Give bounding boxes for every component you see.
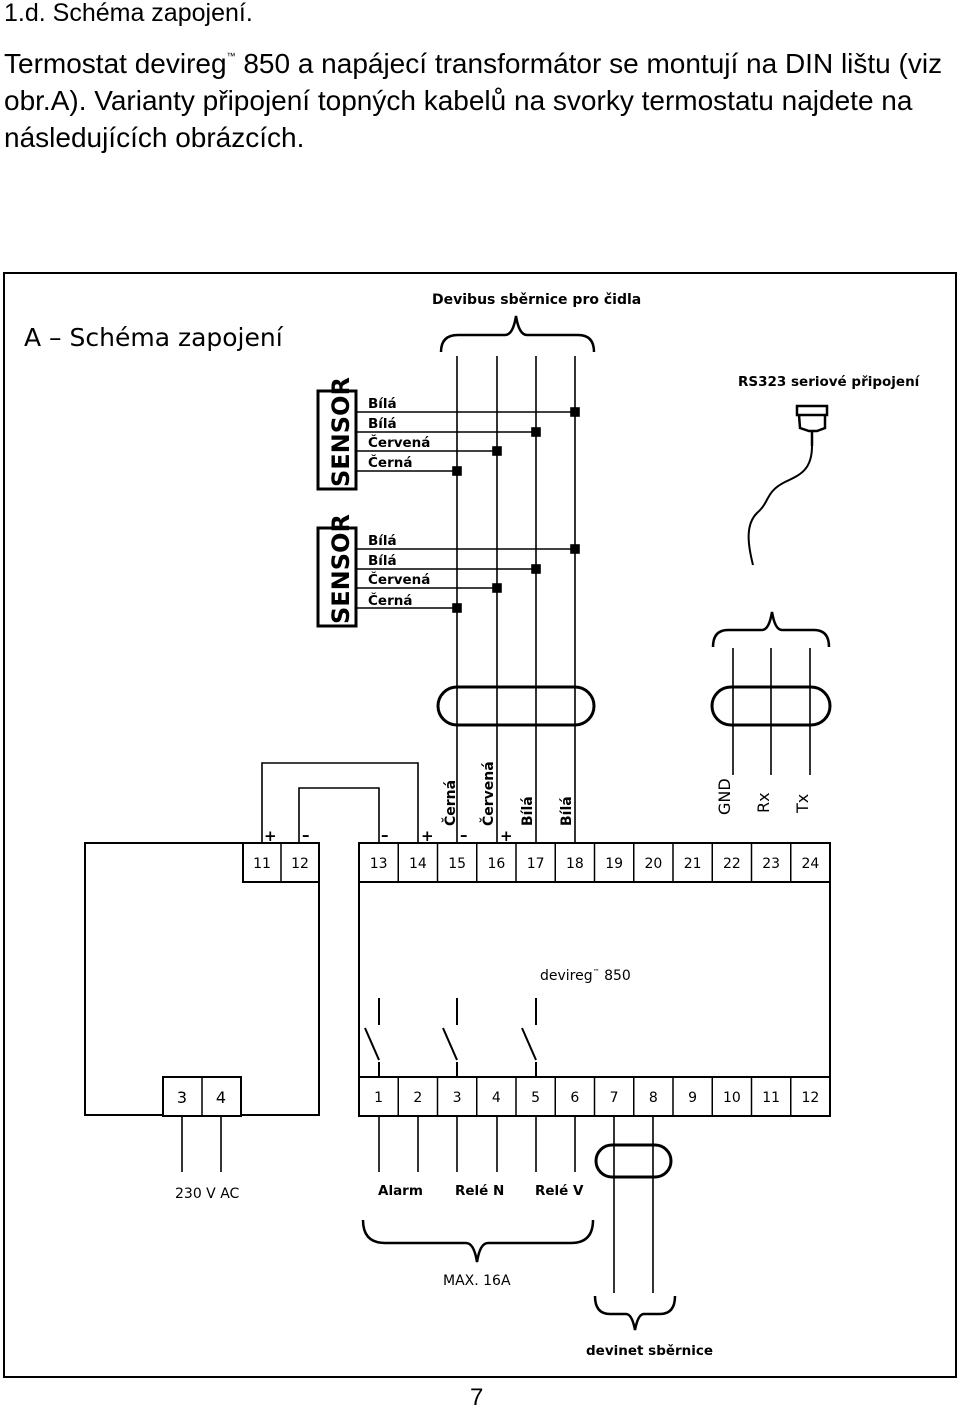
supply-terminal-4: 4 [216,1088,226,1107]
rele-n-label: Relé N [455,1183,504,1199]
tx-label: Tx [793,794,812,814]
terminal-17: 17 [527,856,545,872]
sensor-2-wire-2-label: Bílá [368,553,397,569]
polarity-12: – [302,826,310,844]
diagram-title: A – Schéma zapojení [24,323,284,352]
sensor-2-label: SENSOR [327,514,355,624]
output-terminal-11: 11 [762,1090,780,1106]
sensor-1-wire-3-label: Červená [368,433,430,451]
sensor-1-wire-4-label: Černá [368,453,412,471]
polarity-11: + [264,827,277,845]
sensor-2: SENSOR [316,514,358,628]
output-terminal-7: 7 [610,1090,619,1106]
device-model: 850 [600,968,631,984]
alarm-label: Alarm [378,1183,423,1199]
thermostat-box [358,842,831,1116]
intro-text-start: Termostat devireg [4,48,227,79]
top-terminals-right: 13 14 15 16 17 18 19 20 21 22 23 24 [358,842,831,883]
sensor-1: SENSOR [316,377,358,491]
devibus-label: Devibus sběrnice pro čidla [432,292,641,308]
terminal-14: 14 [409,856,427,872]
terminal-12: 12 [291,856,309,872]
sensor-1-wire-1-label: Bílá [368,396,397,412]
output-terminal-2: 2 [413,1090,422,1106]
intro-text: Termostat devireg™ 850 a napájecí transf… [4,38,954,156]
max-label: MAX. 16A [443,1273,511,1289]
supply-label: 230 V AC [175,1186,240,1202]
polarity-15: – [460,826,468,844]
gnd-label: GND [715,778,734,815]
terminal-23: 23 [762,856,780,872]
link-wire-11-14 [261,762,419,846]
terminal-11: 11 [253,856,271,872]
polarity-14: + [421,827,434,845]
sensor-1-label: SENSOR [327,377,355,487]
terminal-20: 20 [644,856,662,872]
devibus-wires [456,356,576,844]
terminal-15: 15 [448,856,466,872]
device-label: devireg™ 850 [540,968,631,984]
section-heading: 1.d. Schéma zapojení. [4,0,253,27]
bottom-terminals-left: 3 4 [162,1076,242,1117]
link-wire-12-13 [298,787,380,846]
rs323-cable [747,445,813,566]
devinet-label: devinet sběrnice [586,1343,713,1359]
transformer-box [84,842,320,1116]
output-terminal-12: 12 [801,1090,819,1106]
output-terminal-5: 5 [531,1090,540,1106]
device-trademark: ™ [593,968,600,976]
bottom-wires [181,1116,654,1293]
devibus-brace [439,315,596,353]
terminal-19: 19 [605,856,623,872]
terminal-15-wire-label: Černá [441,780,459,826]
trademark-mark: ™ [226,51,236,61]
devinet-cable-clamp [594,1143,673,1179]
sensor-2-wire-1-label: Bílá [368,533,397,549]
device-name: devireg [540,968,593,984]
sensor-2-wire-3-label: Červená [368,570,430,588]
rele-v-label: Relé V [535,1183,584,1199]
terminal-13: 13 [370,856,388,872]
output-terminal-9: 9 [688,1090,697,1106]
max-brace [361,1219,595,1263]
terminal-18-wire-label: Bílá [559,796,575,826]
serial-cable-clamp [710,685,832,727]
serial-wires [732,648,811,775]
terminal-21: 21 [684,856,702,872]
devinet-brace [593,1295,677,1331]
output-terminal-10: 10 [723,1090,741,1106]
rx-label: Rx [754,792,773,813]
terminal-16: 16 [487,856,505,872]
output-terminal-4: 4 [492,1090,501,1106]
terminal-24: 24 [801,856,819,872]
diagram-frame [3,272,957,1378]
top-terminals-left: 11 12 [242,842,320,883]
output-terminal-6: 6 [570,1090,579,1106]
output-terminal-3: 3 [453,1090,462,1106]
page-number: 7 [470,1384,484,1411]
sensor-1-wire-2-label: Bílá [368,416,397,432]
polarity-16: + [500,827,513,845]
devibus-cable-clamp [436,685,596,727]
terminal-17-wire-label: Bílá [520,796,536,826]
intro-text-rest: 850 a napájecí transformátor se montují … [4,48,943,153]
sensor-2-wire-4-label: Černá [368,591,412,609]
supply-terminal-3: 3 [177,1088,187,1107]
rs323-connector-icon [795,404,829,446]
terminal-18: 18 [566,856,584,872]
rs323-label: RS323 seriové připojení [738,374,921,390]
terminal-16-wire-label: Červená [479,761,497,826]
output-terminal-1: 1 [374,1090,383,1106]
serial-brace [711,611,831,648]
output-terminal-8: 8 [649,1090,658,1106]
terminal-22: 22 [723,856,741,872]
relay-switches [364,998,537,1077]
polarity-13: – [381,826,389,844]
